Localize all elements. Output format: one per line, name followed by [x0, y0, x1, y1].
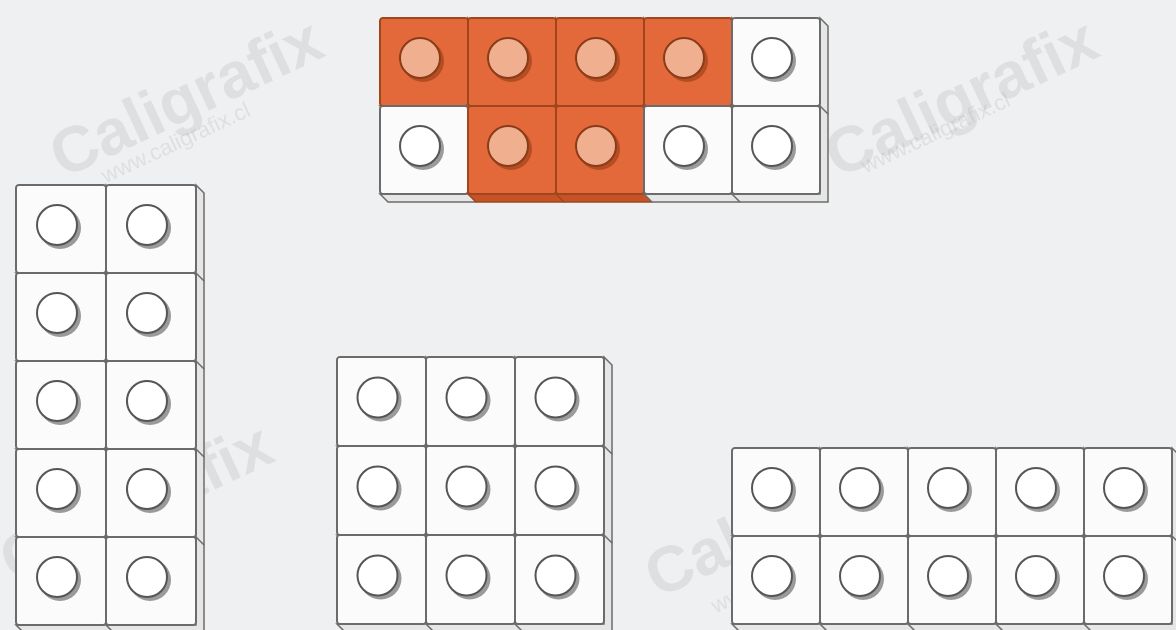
cube [515, 535, 612, 630]
peg-circle [1104, 556, 1144, 596]
peg-circle [488, 126, 528, 166]
peg-circle [576, 38, 616, 78]
peg-circle [752, 38, 792, 78]
peg-circle [1016, 468, 1056, 508]
cube [732, 448, 828, 544]
peg-circle [752, 126, 792, 166]
cube [337, 446, 434, 543]
cube [106, 449, 204, 545]
peg-circle [127, 469, 167, 509]
peg-circle [840, 468, 880, 508]
cube [732, 536, 828, 630]
peg-circle [127, 205, 167, 245]
cube-highlighted [556, 106, 652, 202]
cube [515, 446, 612, 543]
peg-circle [840, 556, 880, 596]
cube [16, 185, 114, 281]
cube [908, 448, 1004, 544]
cube [16, 273, 114, 369]
peg-circle [752, 468, 792, 508]
peg-circle [488, 38, 528, 78]
cube [337, 357, 434, 454]
peg-circle [37, 205, 77, 245]
cube [1084, 536, 1176, 630]
cube-highlighted [468, 18, 564, 114]
cube [106, 537, 204, 630]
peg-circle [752, 556, 792, 596]
cube [732, 18, 828, 114]
cube [426, 446, 523, 543]
cube [908, 536, 1004, 630]
cube [426, 357, 523, 454]
cube [16, 361, 114, 457]
cube [996, 448, 1092, 544]
cube [820, 536, 916, 630]
cube-highlighted [380, 18, 476, 114]
cube-highlighted [644, 18, 740, 114]
cube [106, 273, 204, 369]
cube [820, 448, 916, 544]
cube-highlighted [556, 18, 652, 114]
cube [515, 357, 612, 454]
peg-circle [447, 467, 487, 507]
cube [106, 361, 204, 457]
peg-circle [536, 556, 576, 596]
peg-circle [536, 467, 576, 507]
peg-circle [536, 378, 576, 418]
peg-circle [127, 557, 167, 597]
peg-circle [1016, 556, 1056, 596]
peg-circle [358, 467, 398, 507]
peg-circle [1104, 468, 1144, 508]
peg-circle [37, 557, 77, 597]
peg-circle [664, 126, 704, 166]
peg-circle [400, 126, 440, 166]
cube [380, 106, 476, 202]
cube-highlighted [468, 106, 564, 202]
peg-circle [928, 556, 968, 596]
cube [1084, 448, 1176, 544]
cube-group-right-bar [732, 448, 1176, 630]
peg-circle [400, 38, 440, 78]
cube [337, 535, 434, 630]
cube [16, 537, 114, 630]
peg-circle [664, 38, 704, 78]
cube-group-middle-block [337, 357, 612, 630]
cube [106, 185, 204, 281]
cube-group-left-tower [16, 185, 204, 630]
peg-circle [37, 293, 77, 333]
cube [732, 106, 828, 202]
peg-circle [447, 556, 487, 596]
peg-circle [37, 469, 77, 509]
peg-circle [127, 381, 167, 421]
peg-circle [576, 126, 616, 166]
cube-group-top-bar [380, 18, 828, 202]
cube [426, 535, 523, 630]
cube [996, 536, 1092, 630]
cube [644, 106, 740, 202]
peg-circle [358, 378, 398, 418]
peg-circle [37, 381, 77, 421]
peg-circle [928, 468, 968, 508]
peg-circle [358, 556, 398, 596]
cube [16, 449, 114, 545]
peg-circle [127, 293, 167, 333]
peg-circle [447, 378, 487, 418]
